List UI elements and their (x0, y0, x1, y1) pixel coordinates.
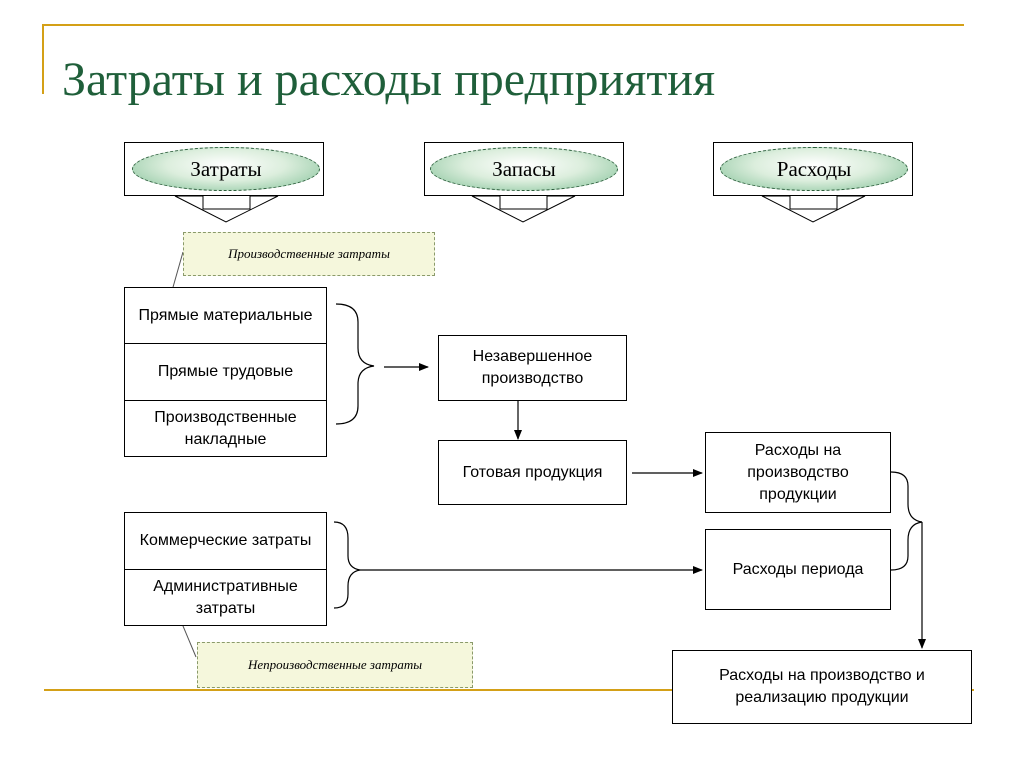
header-oval-zatraty: Затраты (132, 147, 320, 191)
box-administrative-costs: Административные затраты (124, 569, 327, 626)
header-oval-zapasy: Запасы (430, 147, 618, 191)
box-direct-material: Прямые материальные (124, 287, 327, 344)
box-period-expenses: Расходы периода (705, 529, 891, 610)
box-production-overhead: Производственные накладные (124, 400, 327, 457)
brace-nonproduction (333, 521, 361, 609)
box-direct-labor: Прямые трудовые (124, 343, 327, 401)
note-production-costs: Производственные затраты (183, 232, 435, 276)
brace-production (335, 303, 375, 425)
box-finished-goods: Готовая продукция (438, 440, 627, 505)
header-arrow-zatraty (174, 195, 279, 223)
frame-top-line (42, 24, 964, 26)
note-nonproduction-costs: Непроизводственные затраты (197, 642, 473, 688)
brace-expenses (890, 471, 923, 571)
box-production-expenses: Расходы на производство продукции (705, 432, 891, 513)
header-arrow-raskhody (761, 195, 866, 223)
box-total-expenses: Расходы на производство и реализацию про… (672, 650, 972, 724)
slide-title: Затраты и расходы предприятия (62, 53, 716, 106)
box-work-in-progress: Незавершенное производство (438, 335, 627, 401)
box-commercial-costs: Коммерческие затраты (124, 512, 327, 570)
frame-left-line (42, 24, 44, 94)
frame-bottom-line (44, 689, 974, 691)
header-oval-raskhody: Расходы (720, 147, 908, 191)
header-arrow-zapasy (471, 195, 576, 223)
